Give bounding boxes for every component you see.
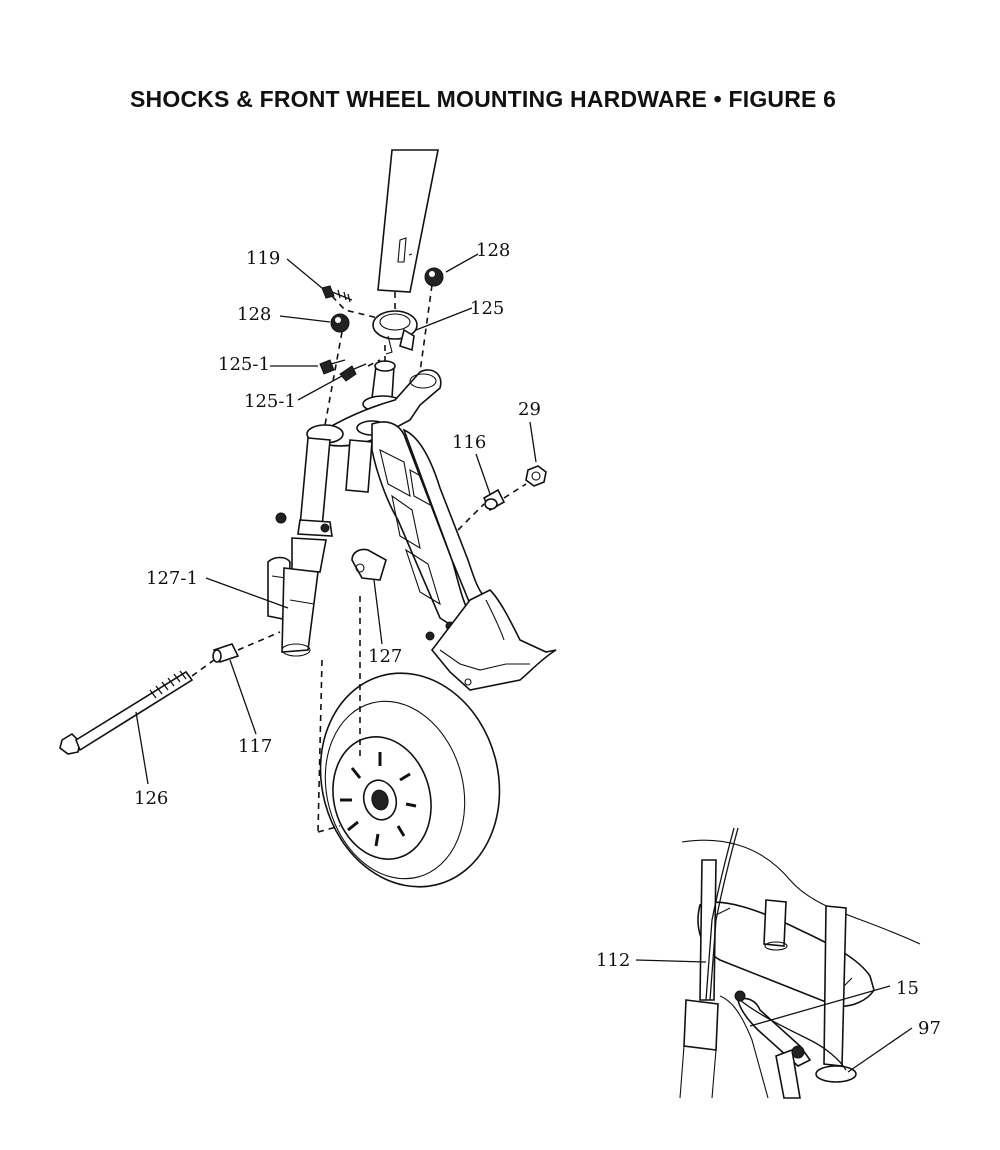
hex-nut-part <box>525 465 547 487</box>
callout-128-left: 128 <box>237 304 271 325</box>
clamp-bolt-part <box>319 359 367 382</box>
fork-assembly <box>267 360 557 691</box>
callout-29: 29 <box>518 399 541 420</box>
assembly-guide-lines <box>191 284 527 833</box>
callout-117: 117 <box>238 736 272 757</box>
inset-detail <box>679 827 921 1099</box>
cap-nut-part <box>330 267 444 333</box>
callout-127-1: 127-1 <box>146 568 198 589</box>
axle-spacer-part <box>212 643 240 663</box>
callout-97: 97 <box>918 1018 941 1039</box>
callout-127: 127 <box>368 646 402 667</box>
callout-126: 126 <box>134 788 168 809</box>
callout-125: 125 <box>470 298 504 319</box>
callout-labels: 119 128 128 125 125-1 125-1 29 116 127-1… <box>134 240 941 1039</box>
bolt-part <box>321 285 353 303</box>
callout-119: 119 <box>246 248 280 269</box>
spacer-part <box>482 488 506 512</box>
steering-column <box>377 149 439 293</box>
front-wheel <box>319 672 501 888</box>
page-title: SHOCKS & FRONT WHEEL MOUNTING HARDWARE •… <box>130 86 837 112</box>
callout-116: 116 <box>452 432 486 453</box>
clamp-part <box>372 310 418 355</box>
axle-bolt-part <box>59 670 194 755</box>
callout-125-1-upper: 125-1 <box>218 354 270 375</box>
callout-15: 15 <box>896 978 919 999</box>
callout-112: 112 <box>596 950 630 971</box>
callout-125-1-lower: 125-1 <box>244 391 296 412</box>
callout-128-right: 128 <box>476 240 510 261</box>
leader-lines <box>135 253 913 1073</box>
